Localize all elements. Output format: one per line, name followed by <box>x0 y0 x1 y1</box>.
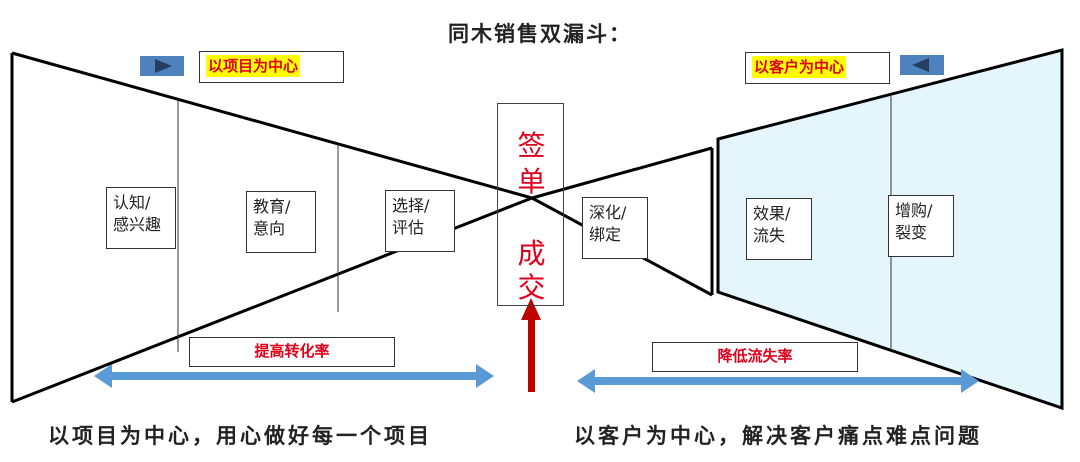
left-rate-label: 提高转化率 <box>189 337 395 367</box>
right-tag: 以客户为中心 <box>752 56 847 78</box>
left-caption: 以项目为中心，用心做好每一个项目 <box>48 423 432 448</box>
left-blue-double-arrow <box>94 364 494 388</box>
right-rate-label: 降低流失率 <box>652 342 858 372</box>
center-char-deal: 交 <box>517 271 546 304</box>
center-char-sign: 签 <box>517 129 546 162</box>
center-char-order: 单 <box>517 165 546 198</box>
play-right-icon[interactable] <box>140 56 184 76</box>
stage-deepen-bind: 深化/ 绑定 <box>582 197 648 259</box>
stage-effect-churn: 效果/ 流失 <box>746 198 812 260</box>
stage-upsell-referral: 增购/ 裂变 <box>888 195 954 257</box>
diagram-title: 同木销售双漏斗： <box>448 21 632 46</box>
red-up-arrow <box>521 298 541 392</box>
center-deal-box: 签 单 成 交 <box>497 103 564 306</box>
play-left-icon[interactable] <box>900 55 944 75</box>
stage-awareness-interest: 认知/ 感兴趣 <box>106 187 176 249</box>
right-funnel-upper-line <box>531 146 713 200</box>
right-blue-double-arrow <box>577 369 979 393</box>
right-caption: 以客户为中心，解决客户痛点难点问题 <box>574 423 982 448</box>
left-tag: 以项目为中心 <box>206 55 301 77</box>
center-char-complete: 成 <box>517 237 546 270</box>
left-funnel-upper-line <box>11 51 533 200</box>
stage-selection-evaluation: 选择/ 评估 <box>385 190 455 252</box>
right-funnel-outline <box>716 48 1064 411</box>
stage-education-intent: 教育/ 意向 <box>246 191 316 253</box>
